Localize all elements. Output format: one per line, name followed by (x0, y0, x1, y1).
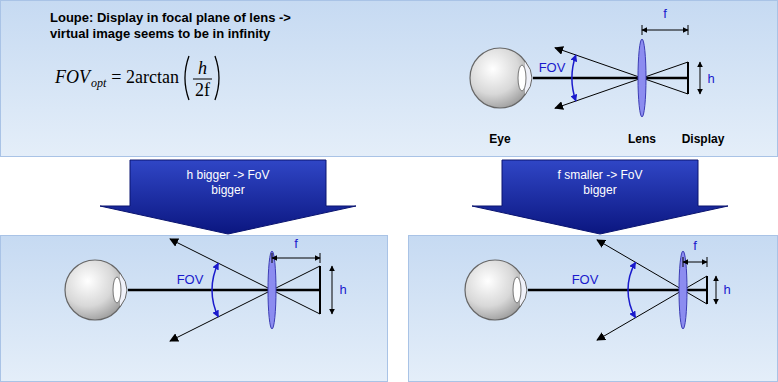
focal-dimension (683, 262, 707, 263)
focal-length-label: f (663, 7, 667, 22)
dimension-tick (320, 253, 321, 263)
lens-symbol (638, 39, 646, 117)
display-plane (706, 276, 708, 304)
formula-denominator: 2f (195, 81, 210, 99)
display-plane (319, 266, 321, 314)
display-plane (687, 62, 689, 94)
eye-lens (518, 65, 526, 91)
fov-label: FOV (572, 273, 599, 288)
formula-symbol: FOV (55, 68, 90, 86)
height-dimension (716, 276, 717, 304)
height-label: h (339, 283, 346, 298)
formula-operator: = 2arctan (111, 68, 179, 86)
dimension-tick (707, 257, 708, 267)
eye-ball (465, 260, 525, 320)
lens-symbol (679, 251, 687, 329)
optical-axis (128, 289, 320, 292)
eye-label: Eye (489, 133, 510, 147)
eye-ball (65, 260, 125, 320)
result-panel: FOV f h (0, 235, 388, 382)
focal-dimension (272, 258, 320, 259)
height-label: h (707, 72, 714, 87)
focal-length-label: f (294, 237, 298, 252)
block-arrow (472, 160, 728, 234)
formula-paren (185, 56, 189, 100)
focal-length-label: f (693, 239, 697, 254)
dimension-tick (688, 25, 689, 35)
light-ray (597, 276, 707, 340)
display-label: Display (682, 133, 725, 147)
arrow-text: h bigger -> FoV bigger (180, 168, 276, 198)
eye-lens (513, 277, 521, 303)
fraction-bar (193, 79, 212, 80)
focal-dimension (642, 30, 688, 31)
height-label: h (723, 283, 730, 298)
dimension-tick (683, 257, 684, 267)
dimension-tick (272, 253, 273, 263)
light-ray (555, 62, 688, 108)
light-ray (597, 240, 707, 304)
bigger-display-illustration (0, 235, 388, 382)
eye-lens (113, 277, 121, 303)
eye-ball (470, 48, 530, 108)
light-ray (555, 48, 688, 94)
height-dimension (700, 62, 701, 94)
fov-arc (572, 55, 576, 101)
heading-text: Loupe: Display in focal plane of lens ->… (50, 10, 306, 41)
formula-subscript: opt (91, 77, 106, 89)
lens-symbol (268, 251, 276, 329)
shorter-focus-illustration (408, 235, 778, 382)
light-ray (170, 266, 320, 341)
fov-arc (212, 263, 218, 317)
block-arrow (100, 160, 356, 234)
arrow-text: f smaller -> FoV bigger (552, 168, 648, 198)
fov-arc (628, 262, 635, 317)
dimension-tick (642, 25, 643, 35)
result-panel: FOV f h (408, 235, 778, 382)
height-dimension (332, 266, 333, 314)
fov-label: FOV (539, 61, 566, 76)
optical-axis (533, 77, 688, 80)
formula-paren (215, 56, 219, 100)
fov-label: FOV (177, 273, 204, 288)
change-arrow: f smaller -> FoV bigger (472, 160, 728, 234)
change-arrow: h bigger -> FoV bigger (100, 160, 356, 234)
lens-label: Lens (628, 133, 656, 147)
formula-numerator: h (198, 59, 207, 77)
